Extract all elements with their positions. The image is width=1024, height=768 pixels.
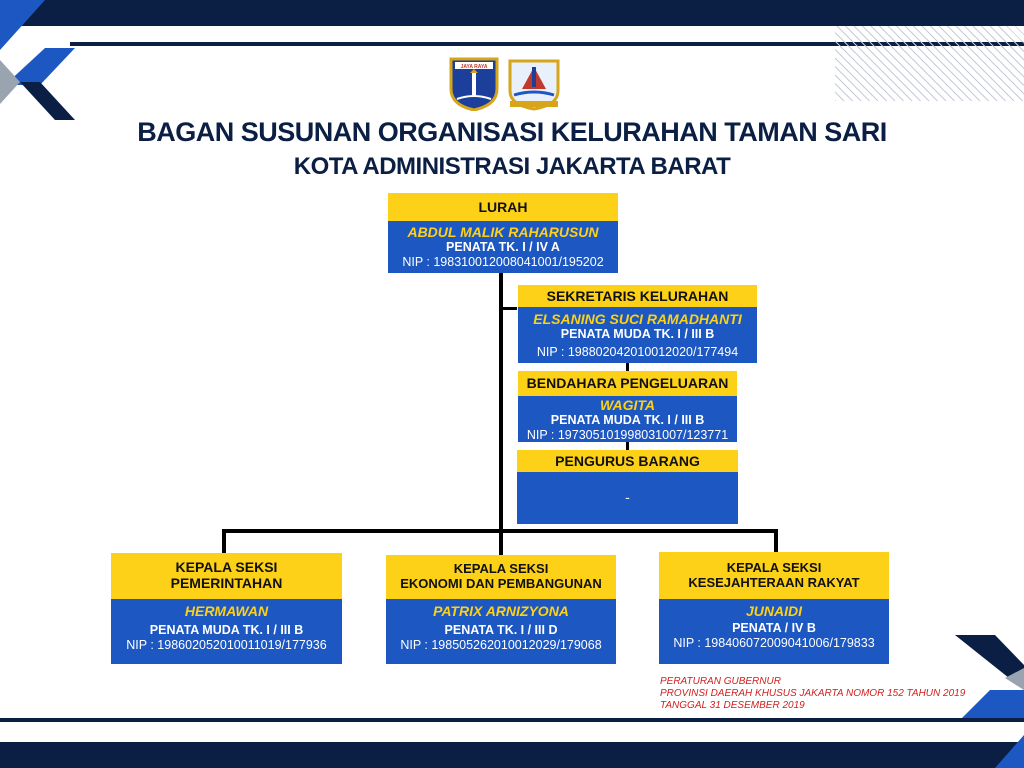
corner-decoration-right <box>955 635 1024 720</box>
seksi-kesra-card: JUNAIDI PENATA / IV B NIP : 198406072009… <box>659 599 889 664</box>
sekretaris-name: ELSANING SUCI RAMADHANTI <box>533 311 742 327</box>
seksi-pemerintahan-title-line1: KEPALA SEKSI <box>175 559 278 575</box>
corner-decoration-left <box>0 0 75 120</box>
top-banner <box>0 0 1024 26</box>
sekretaris-nip: NIP : 198802042010012020/177494 <box>536 345 739 359</box>
seksi-ekonomi-nip: NIP : 198505262010012029/179068 <box>400 638 602 652</box>
bendahara-card: WAGITA PENATA MUDA TK. I / III B NIP : 1… <box>518 396 737 442</box>
seksi-kesra-title-line1: KEPALA SEKSI <box>726 560 822 575</box>
seksi-pemerintahan-title-line2: PEMERINTAHAN <box>170 575 283 591</box>
seksi-ekonomi-title-line2: EKONOMI DAN PEMBANGUNAN <box>400 576 602 591</box>
regulation-note-line3: TANGGAL 31 DESEMBER 2019 <box>660 700 805 711</box>
seksi-kesra-title: KEPALA SEKSI KESEJAHTERAAN RAKYAT <box>659 552 889 599</box>
connector-seksi-1 <box>222 529 226 555</box>
jakarta-emblem-icon: JAYA RAYA <box>449 57 499 111</box>
seksi-kesra-nip: NIP : 198406072009041006/179833 <box>673 636 875 650</box>
top-divider <box>70 42 1024 46</box>
lurah-nip: NIP : 198310012008041001/195202 <box>402 255 604 269</box>
bottom-banner <box>0 742 1024 768</box>
connector-seksi-2 <box>499 529 503 555</box>
seksi-pemerintahan-card: HERMAWAN PENATA MUDA TK. I / III B NIP :… <box>111 599 342 664</box>
bottom-divider <box>0 718 1024 722</box>
seksi-kesra-name: JUNAIDI <box>745 603 802 619</box>
page-subtitle: KOTA ADMINISTRASI JAKARTA BARAT <box>293 153 731 180</box>
bendahara-name: WAGITA <box>600 397 655 413</box>
seksi-ekonomi-rank: PENATA TK. I / III D <box>444 623 558 637</box>
lurah-card: ABDUL MALIK RAHARUSUN PENATA TK. I / IV … <box>388 221 618 273</box>
sekretaris-card: ELSANING SUCI RAMADHANTI PENATA MUDA TK.… <box>518 307 757 363</box>
pengurus-value: - <box>517 472 738 524</box>
connector-seksi-3 <box>774 529 778 553</box>
seksi-ekonomi-name: PATRIX ARNIZYONA <box>433 603 569 619</box>
page-title: BAGAN SUSUNAN ORGANISASI KELURAHAN TAMAN… <box>137 117 887 147</box>
bendahara-title: BENDAHARA PENGELUARAN <box>518 371 737 396</box>
sekretaris-title: SEKRETARIS KELURAHAN <box>518 285 757 307</box>
lurah-rank: PENATA TK. I / IV A <box>446 240 560 254</box>
bendahara-nip: NIP : 197305101998031007/123771 <box>526 428 729 442</box>
hatch-pattern <box>835 26 1024 101</box>
seksi-kesra-title-line2: KESEJAHTERAAN RAKYAT <box>688 575 860 590</box>
pengurus-title: PENGURUS BARANG <box>517 450 738 472</box>
regulation-note-line1: PERATURAN GUBERNUR <box>660 676 781 687</box>
connector-main-vertical <box>499 272 503 532</box>
seksi-pemerintahan-nip: NIP : 198602052010011019/177936 <box>126 638 327 652</box>
bendahara-rank: PENATA MUDA TK. I / III B <box>550 413 705 427</box>
seksi-ekonomi-title: KEPALA SEKSI EKONOMI DAN PEMBANGUNAN <box>386 555 616 599</box>
emblem-motto: JAYA RAYA <box>461 64 488 70</box>
connector-sekretaris <box>499 307 517 310</box>
seksi-pemerintahan-name: HERMAWAN <box>184 603 269 619</box>
seksi-ekonomi-title-line1: KEPALA SEKSI <box>453 561 549 576</box>
lurah-title: LURAH <box>388 193 618 221</box>
seksi-kesra-rank: PENATA / IV B <box>732 621 816 635</box>
seksi-ekonomi-card: PATRIX ARNIZYONA PENATA TK. I / III D NI… <box>386 599 616 664</box>
jakarta-barat-emblem-icon <box>508 59 560 111</box>
sekretaris-rank: PENATA MUDA TK. I / III B <box>560 327 715 341</box>
corner-decoration-bottom <box>995 735 1024 768</box>
regulation-note: PERATURAN GUBERNUR PROVINSI DAERAH KHUSU… <box>660 676 965 712</box>
lurah-name: ABDUL MALIK RAHARUSUN <box>407 224 599 240</box>
seksi-pemerintahan-title: KEPALA SEKSI PEMERINTAHAN <box>111 553 342 599</box>
regulation-note-line2: PROVINSI DAERAH KHUSUS JAKARTA NOMOR 152… <box>660 688 966 699</box>
seksi-pemerintahan-rank: PENATA MUDA TK. I / III B <box>149 623 304 637</box>
